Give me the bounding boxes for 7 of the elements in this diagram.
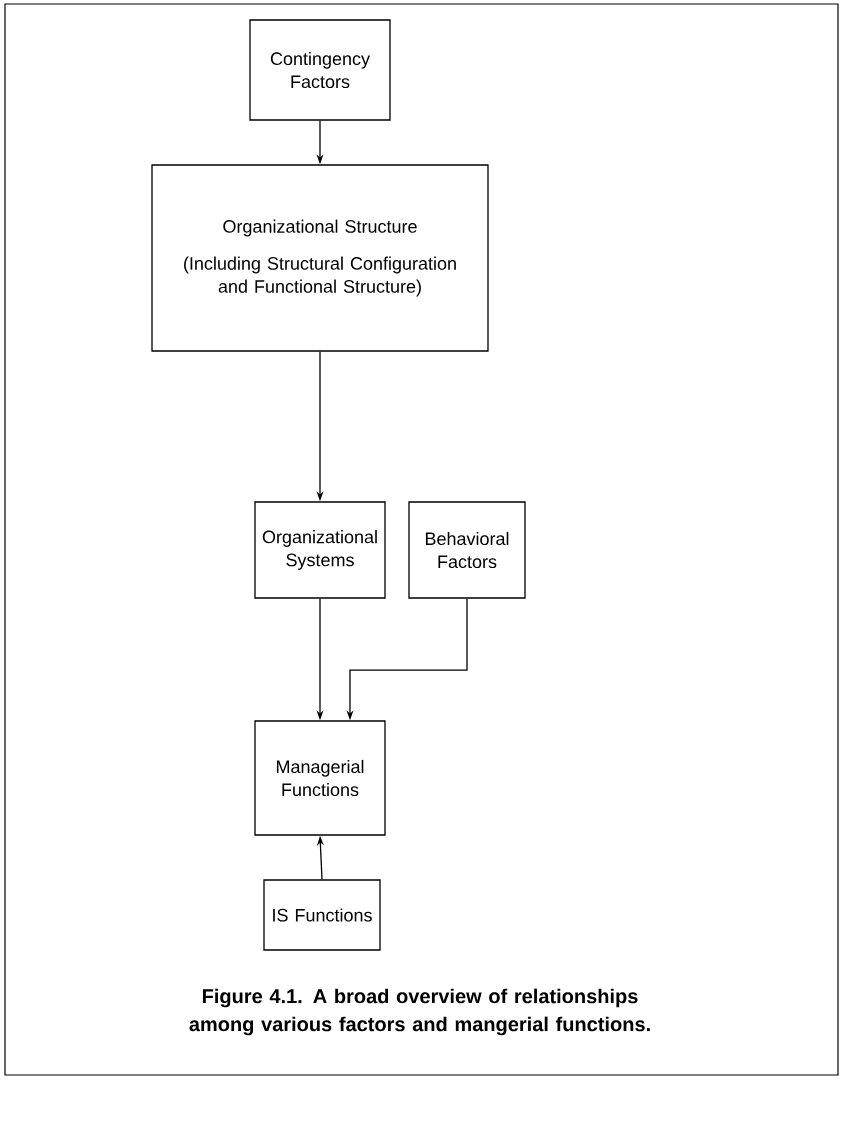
box: IS Functions <box>263 879 381 951</box>
box: Managerial Functions <box>254 720 386 836</box>
box: Organizational Structure (Including Structural Configuration and Functional Structure) <box>151 164 489 352</box>
caption: Figure 4.1. A broad overview of relationships among various factors and mangerial functions. <box>189 988 650 1036</box>
box: Organizational Systems <box>254 501 386 599</box>
box: Behavioral Factors <box>408 501 526 599</box>
box: Contingency Factors <box>249 19 391 121</box>
